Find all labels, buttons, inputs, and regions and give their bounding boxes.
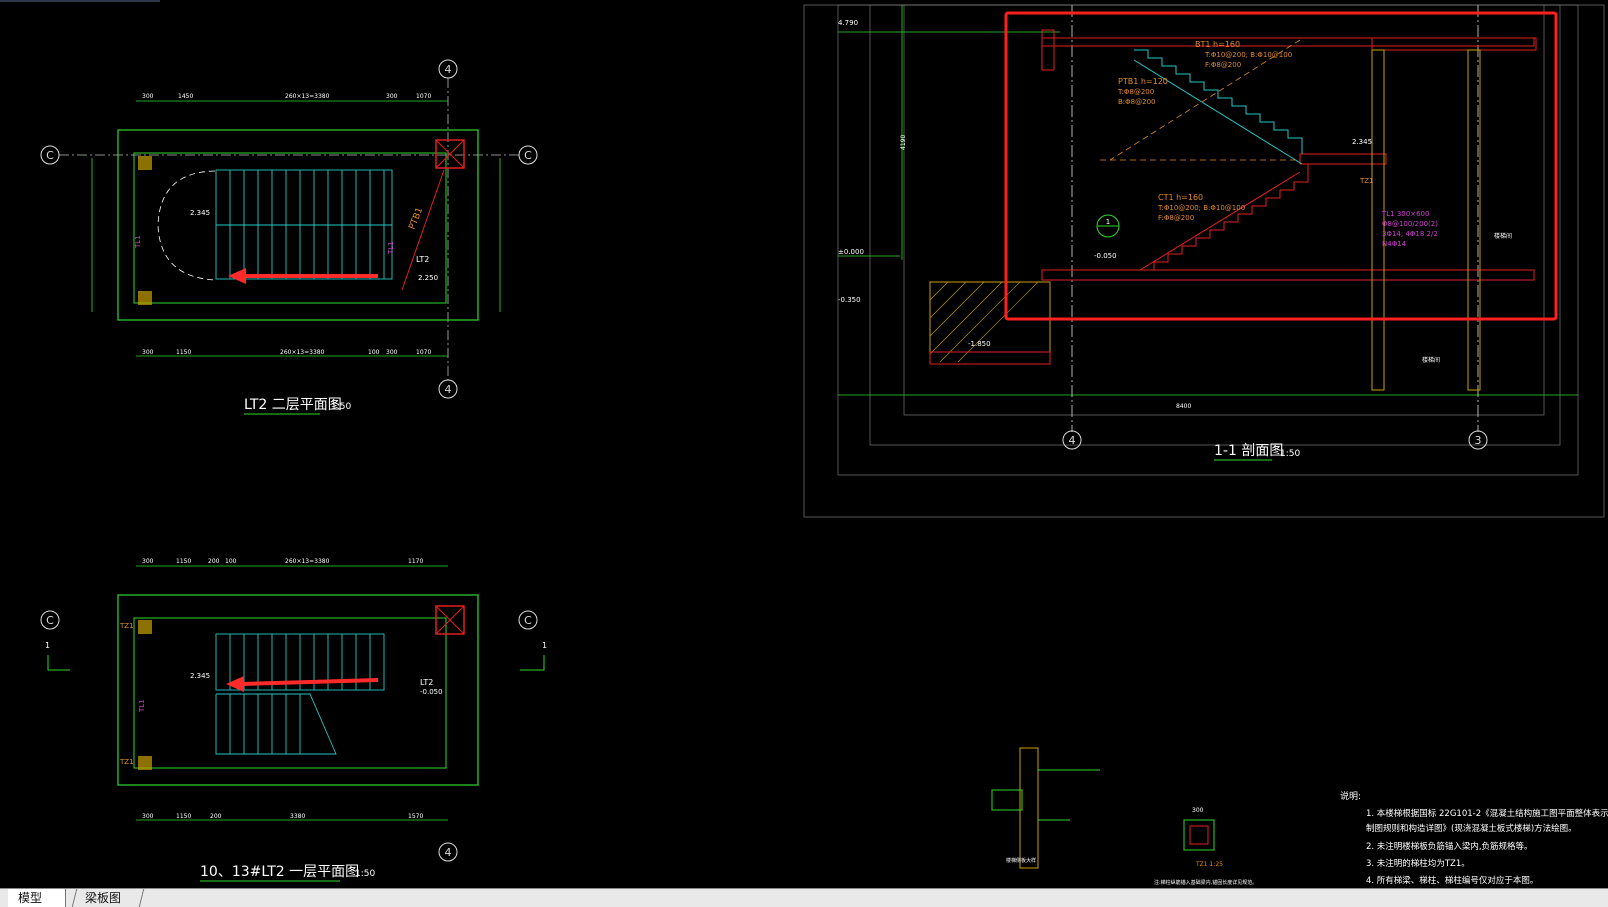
svg-text:TL1 300×600: TL1 300×600 xyxy=(1381,210,1429,218)
svg-text:2. 未注明楼梯板负筋锚入梁内,负筋规格等。: 2. 未注明楼梯板负筋锚入梁内,负筋规格等。 xyxy=(1366,841,1533,852)
svg-text:LT2: LT2 xyxy=(416,255,429,264)
svg-text:4190: 4190 xyxy=(900,135,907,150)
svg-text:1:50: 1:50 xyxy=(1280,449,1300,459)
svg-text:N4Φ14: N4Φ14 xyxy=(1382,240,1407,248)
svg-text:300: 300 xyxy=(1192,807,1204,814)
svg-text:1450: 1450 xyxy=(178,93,193,100)
svg-text:1570: 1570 xyxy=(408,813,423,820)
svg-text:TZ1: TZ1 xyxy=(119,622,134,630)
svg-text:300: 300 xyxy=(142,558,154,565)
svg-text:-0.050: -0.050 xyxy=(420,688,443,696)
section-1-1: 8400 4 3 4.790 ±0.000 -0.350 4190 -1.850 xyxy=(803,4,1605,518)
svg-text:-0.350: -0.350 xyxy=(838,296,861,304)
svg-text:300: 300 xyxy=(386,349,398,356)
svg-text:2.345: 2.345 xyxy=(190,672,210,680)
svg-text:B:Φ8@200: B:Φ8@200 xyxy=(1118,98,1156,106)
svg-text:1170: 1170 xyxy=(408,558,423,565)
svg-text:1. 本楼梯根据国标 22G101-2《混凝土结构施工图平面: 1. 本楼梯根据国标 22G101-2《混凝土结构施工图平面整体表示方法 xyxy=(1366,808,1608,819)
svg-text:2.345: 2.345 xyxy=(190,209,210,217)
svg-text:4.790: 4.790 xyxy=(838,19,858,27)
svg-text:LT2: LT2 xyxy=(420,678,433,687)
svg-text:2.345: 2.345 xyxy=(1352,138,1372,146)
svg-text:TZ1: TZ1 xyxy=(1359,177,1374,185)
svg-text:注:梯柱纵筋锚入基础梁内,锚固长度详见规范。: 注:梯柱纵筋锚入基础梁内,锚固长度详见规范。 xyxy=(1154,879,1257,886)
svg-text:2.250: 2.250 xyxy=(418,274,438,282)
cad-drawing-canvas[interactable]: 4 4 C C 300 1450 260×13=3380 300 1070 30… xyxy=(0,0,1608,888)
svg-text:100: 100 xyxy=(225,558,237,565)
svg-text:F:Φ8@200: F:Φ8@200 xyxy=(1205,61,1241,69)
svg-text:TL1: TL1 xyxy=(138,699,146,713)
plan-lt2-floor2: 4 4 C C 300 1450 260×13=3380 300 1070 30… xyxy=(40,59,538,415)
svg-text:4. 所有梯梁、梯柱、梯柱编号仅对应于本图。: 4. 所有梯梁、梯柱、梯柱编号仅对应于本图。 xyxy=(1366,875,1538,886)
axis-label: 4 xyxy=(445,383,452,396)
axis-label: C xyxy=(524,149,532,162)
highlight-box xyxy=(1004,11,1558,321)
svg-text:楼梯侧板大样: 楼梯侧板大样 xyxy=(1006,857,1036,864)
svg-text:260×13=3380: 260×13=3380 xyxy=(285,93,330,100)
svg-text:260×13=3380: 260×13=3380 xyxy=(280,349,325,356)
svg-text:楼梯间: 楼梯间 xyxy=(1494,232,1512,240)
svg-text:-0.050: -0.050 xyxy=(1094,252,1117,260)
tab-model[interactable]: 模型 xyxy=(8,889,66,907)
svg-text:1:50: 1:50 xyxy=(331,402,351,412)
svg-text:T:Φ10@200; B:Φ10@100: T:Φ10@200; B:Φ10@100 xyxy=(1204,51,1292,59)
tab-beam-slab[interactable]: 梁板图 xyxy=(71,889,145,907)
svg-text:4: 4 xyxy=(445,846,452,859)
svg-text:300: 300 xyxy=(142,813,154,820)
svg-text:T:Φ10@200; B:Φ10@100: T:Φ10@200; B:Φ10@100 xyxy=(1157,204,1245,212)
svg-text:楼梯间: 楼梯间 xyxy=(1422,356,1440,364)
tab-beam-slab-label: 梁板图 xyxy=(85,891,122,905)
svg-text:-1.850: -1.850 xyxy=(968,340,991,348)
layout-tab-bar: 模型 梁板图 xyxy=(0,888,1608,907)
section-title: 1-1 剖面图 xyxy=(1214,443,1283,459)
svg-text:Φ8@100/200(2): Φ8@100/200(2) xyxy=(1382,220,1438,228)
svg-text:3. 未注明的梯柱均为TZ1。: 3. 未注明的梯柱均为TZ1。 xyxy=(1366,858,1470,869)
svg-text:4: 4 xyxy=(1069,434,1076,447)
axis-label: 4 xyxy=(445,63,452,76)
svg-text:1150: 1150 xyxy=(176,349,191,356)
svg-text:C: C xyxy=(524,614,532,627)
svg-text:TL1: TL1 xyxy=(134,235,142,249)
svg-text:300: 300 xyxy=(142,349,154,356)
svg-text:T:Φ8@200: T:Φ8@200 xyxy=(1117,88,1154,96)
svg-text:1: 1 xyxy=(45,641,50,650)
svg-text:±0.000: ±0.000 xyxy=(838,248,864,256)
svg-text:8400: 8400 xyxy=(1176,403,1191,410)
svg-text:1070: 1070 xyxy=(416,349,431,356)
svg-text:F:Φ8@200: F:Φ8@200 xyxy=(1158,214,1194,222)
svg-text:1: 1 xyxy=(542,641,547,650)
svg-text:1: 1 xyxy=(1106,218,1110,226)
svg-text:PTB1 h=120: PTB1 h=120 xyxy=(1118,77,1168,86)
svg-text:200: 200 xyxy=(208,558,220,565)
svg-text:制图规则和构造详图》(现浇混凝土板式楼梯)方法绘图。: 制图规则和构造详图》(现浇混凝土板式楼梯)方法绘图。 xyxy=(1366,823,1577,834)
svg-text:200: 200 xyxy=(210,813,222,820)
svg-text:300: 300 xyxy=(386,93,398,100)
plan-title: 10、13#LT2 一层平面图 xyxy=(200,864,359,880)
svg-text:TZ1: TZ1 xyxy=(119,758,134,766)
svg-text:100: 100 xyxy=(368,349,380,356)
svg-text:1070: 1070 xyxy=(416,93,431,100)
notes-title: 说明: xyxy=(1340,790,1361,802)
svg-text:1150: 1150 xyxy=(176,813,191,820)
svg-text:BT1 h=160: BT1 h=160 xyxy=(1195,40,1240,49)
svg-text:1150: 1150 xyxy=(176,558,191,565)
svg-text:260×13=3380: 260×13=3380 xyxy=(285,558,330,565)
plan-lt2-floor1: C C 4 1 1 300 1150 200 100 260×13=3380 1… xyxy=(40,558,547,882)
svg-text:3: 3 xyxy=(1475,434,1482,447)
svg-text:CT1 h=160: CT1 h=160 xyxy=(1158,193,1203,202)
svg-text:C: C xyxy=(46,614,54,627)
axis-label: C xyxy=(46,149,54,162)
svg-text:1:50: 1:50 xyxy=(355,869,375,879)
svg-text:TZ1 1:25: TZ1 1:25 xyxy=(1195,861,1223,868)
details-notes: 楼梯侧板大样 300 TZ1 1:25 注:梯柱纵筋锚入基础梁内,锚固长度详见规… xyxy=(991,747,1608,886)
svg-text:3380: 3380 xyxy=(290,813,305,820)
svg-text:3Φ14; 4Φ18 2/2: 3Φ14; 4Φ18 2/2 xyxy=(1382,230,1438,238)
svg-text:TL1: TL1 xyxy=(387,241,395,255)
svg-text:300: 300 xyxy=(142,93,154,100)
plan-title: LT2 二层平面图 xyxy=(244,397,342,413)
